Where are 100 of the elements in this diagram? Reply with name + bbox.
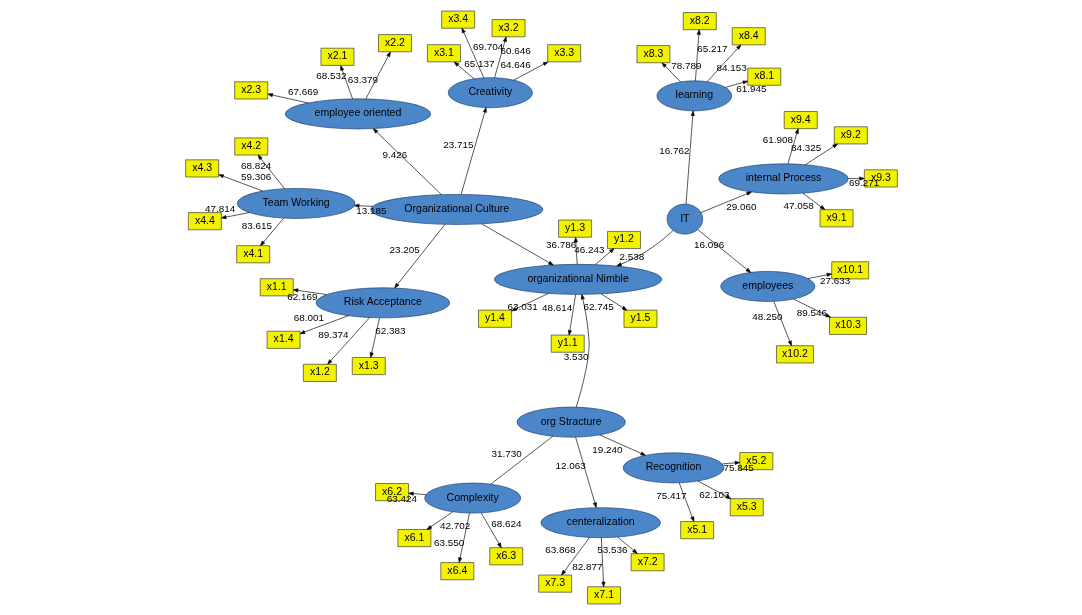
arrow: [218, 174, 263, 192]
arrow: [694, 29, 701, 82]
edge-label: 19.240: [591, 444, 623, 456]
arrow: [457, 512, 470, 563]
arrow: [453, 61, 474, 80]
edge-label: 31.730: [490, 447, 522, 459]
node-box: y1.4: [477, 309, 512, 328]
node-box: y1.2: [606, 231, 641, 249]
arrow: [480, 223, 554, 266]
edge-label: 63.868: [544, 543, 576, 555]
edge-label: 82.877: [571, 561, 602, 573]
edge-label: 65.137: [463, 58, 495, 70]
arrow: [493, 36, 507, 79]
node-box: x9.4: [783, 111, 818, 129]
arrow: [706, 44, 741, 83]
arrow: [787, 128, 799, 165]
arrow: [292, 288, 327, 295]
node-ellipse: Creativity: [447, 77, 533, 109]
node-ellipse: org Stracture: [516, 406, 626, 438]
arrow: [461, 27, 484, 79]
node-box: x9.2: [833, 126, 868, 145]
node-box: y1.5: [623, 309, 657, 328]
edge-label: 75.845: [722, 462, 754, 474]
arrow: [772, 301, 792, 347]
node-box: x7.1: [586, 586, 621, 605]
node-ellipse: centeralization: [540, 507, 661, 539]
node-box: x7.2: [630, 553, 664, 572]
node-box: x8.2: [682, 12, 717, 31]
arrow: [697, 229, 751, 273]
node-box: x5.1: [679, 521, 714, 540]
arrow: [393, 224, 445, 289]
arrow: [369, 317, 380, 358]
arrow: [267, 93, 308, 104]
arrow: [724, 80, 748, 88]
node-box: x2.1: [320, 47, 354, 66]
edge-label: 68.824: [240, 159, 271, 171]
edge-label: 16.762: [658, 144, 690, 156]
node-ellipse: learning: [656, 80, 732, 112]
node-box: x7.3: [537, 574, 572, 593]
node-box: x3.4: [440, 10, 475, 29]
arrow: [721, 460, 740, 465]
arrow: [573, 237, 578, 265]
arrow: [510, 293, 549, 312]
edge-label: 61.945: [735, 83, 767, 95]
edge-label: 62.745: [582, 300, 614, 312]
edge-label: 63.550: [433, 536, 464, 548]
node-box: x4.3: [184, 159, 219, 178]
edge-label: 89.374: [317, 328, 349, 340]
edge-label: 48.614: [541, 302, 572, 314]
arrow: [560, 537, 590, 576]
node-box: x3.2: [491, 19, 525, 38]
edge-label: 48.250: [751, 311, 783, 323]
edge-label: 12.063: [555, 459, 586, 471]
node-ellipse: IT: [666, 203, 703, 235]
edge-label: 68.624: [490, 517, 522, 529]
edge-label: 29.060: [725, 201, 756, 213]
arrow: [460, 107, 487, 195]
edge-label: 23.205: [388, 243, 420, 255]
arrow: [299, 315, 349, 334]
edge-label: 47.058: [783, 200, 814, 212]
arrow: [426, 511, 453, 530]
edge-label: 2.538: [619, 251, 644, 263]
edge-label: 89.546: [796, 307, 827, 318]
arrow: [372, 128, 442, 196]
arrow: [678, 482, 694, 522]
node-ellipse: employee oriented: [284, 98, 431, 130]
arrow: [617, 536, 638, 554]
edge-label: 62.103: [698, 488, 730, 500]
arrow: [594, 248, 614, 266]
edge-label: 67.669: [287, 86, 318, 98]
edge-label: 61.908: [762, 133, 793, 145]
node-box: x1.3: [351, 357, 386, 375]
arrow: [575, 294, 589, 408]
node-box: x10.2: [775, 345, 814, 364]
arrow: [600, 537, 605, 588]
arrow: [365, 51, 391, 100]
arrow: [661, 62, 681, 83]
edge-label: 59.306: [240, 170, 271, 182]
arrow: [574, 436, 597, 508]
node-box: x10.3: [828, 316, 867, 335]
arrow: [480, 512, 502, 548]
connector: [489, 435, 553, 485]
node-box: y1.1: [550, 334, 585, 353]
edge-label: 42.702: [439, 519, 470, 531]
node-box: x3.3: [546, 44, 581, 63]
node-box: y1.3: [557, 219, 592, 238]
node-box: x4.2: [233, 137, 268, 156]
edge-label: 78.789: [670, 60, 702, 72]
node-box: x1.4: [266, 330, 300, 349]
node-box: x3.1: [426, 44, 461, 63]
node-box: x8.1: [746, 67, 781, 86]
edge-label: 63.379: [347, 74, 378, 86]
node-ellipse: Team Working: [236, 188, 355, 219]
arrow: [804, 143, 838, 166]
edge-label: 75.417: [655, 489, 686, 501]
node-box: x6.1: [397, 529, 431, 548]
edge-label: 62.383: [374, 325, 405, 337]
node-box: x2.3: [233, 81, 268, 100]
arrow: [257, 154, 285, 190]
edge-label: 84.153: [715, 62, 747, 74]
